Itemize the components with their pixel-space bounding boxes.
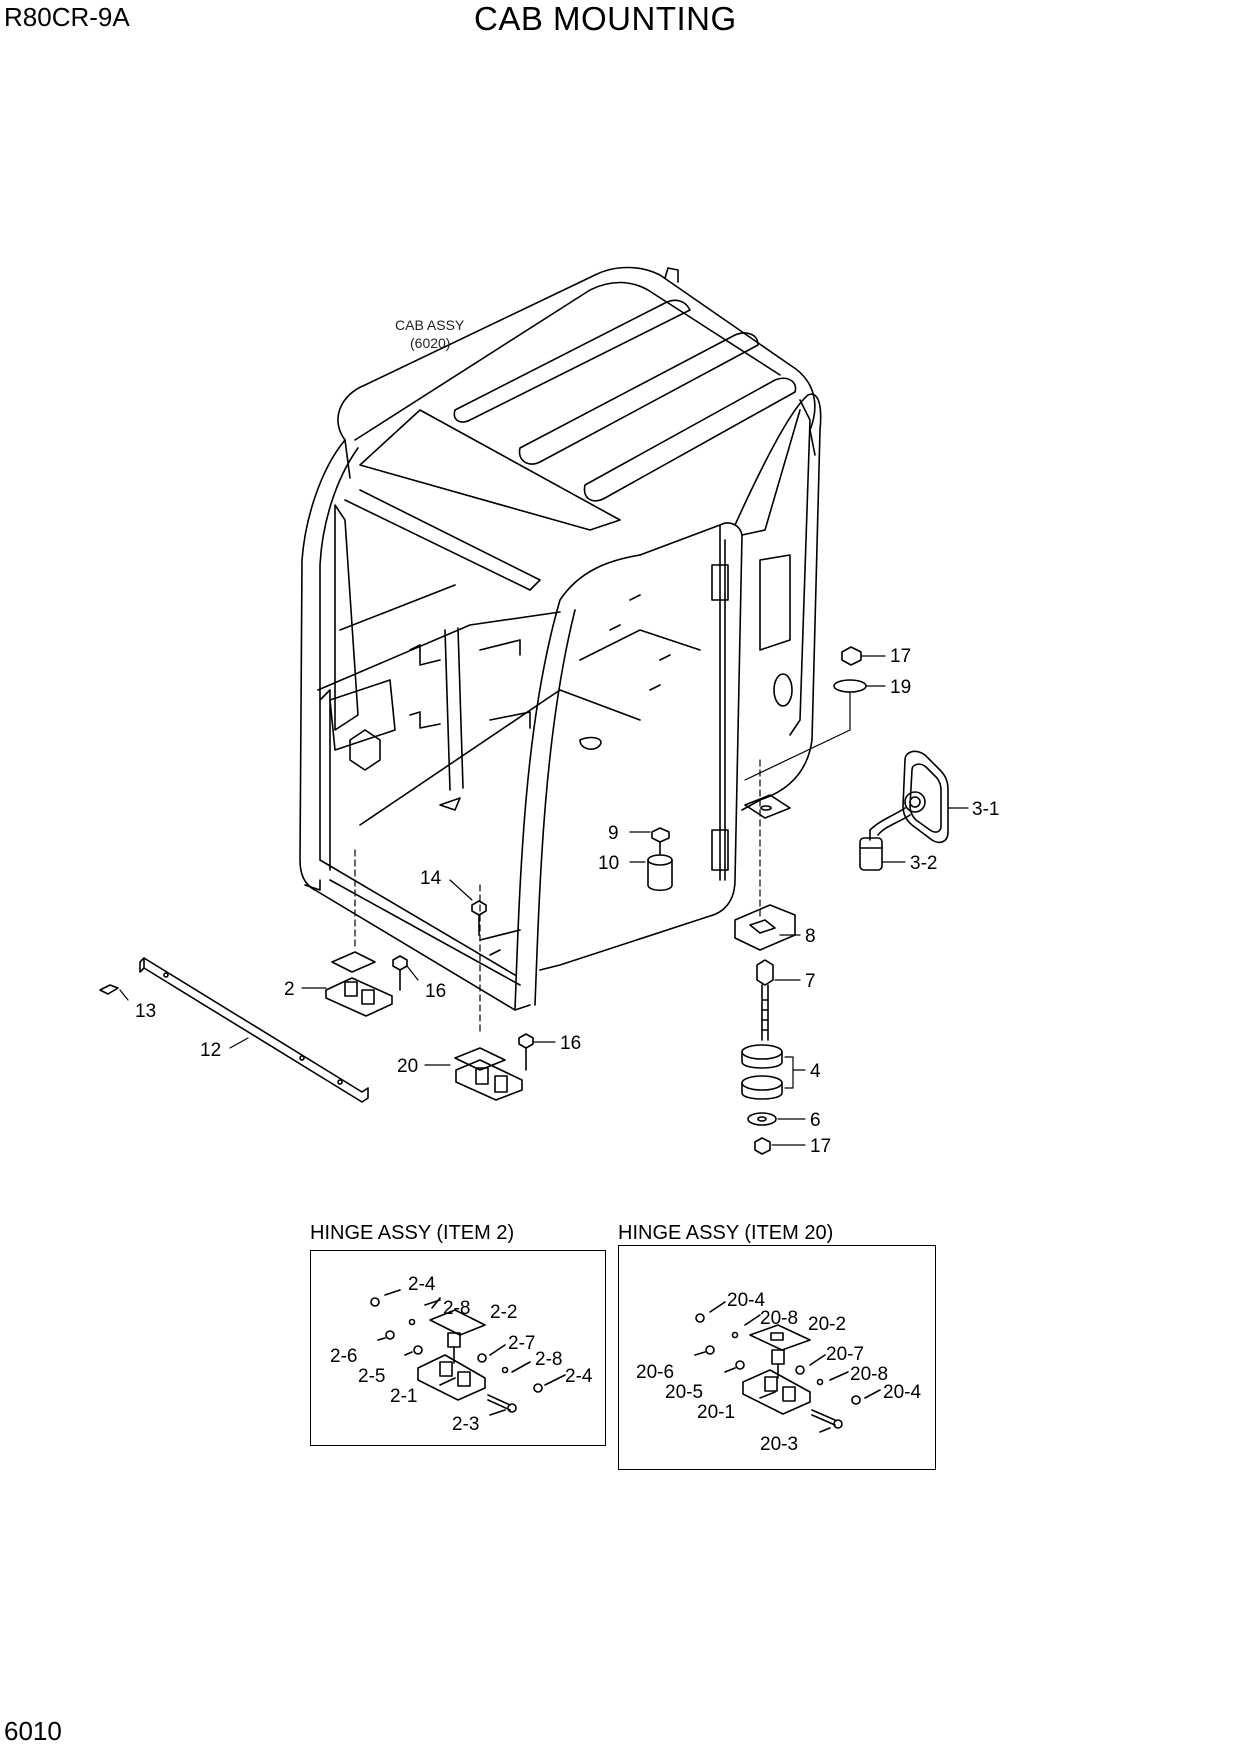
- inset20-callout-20-8-top: 20-8: [760, 1308, 798, 1329]
- mirror-assembly: [859, 750, 949, 871]
- callout-12: 12: [200, 1040, 221, 1061]
- callout-4: 4: [810, 1061, 821, 1082]
- callout-10: 10: [598, 853, 619, 874]
- inset2-callout-2-1: 2-1: [390, 1386, 417, 1407]
- cab-frame: [299, 393, 822, 1011]
- callout-16-left: 16: [425, 981, 446, 1002]
- callout-8: 8: [805, 926, 816, 947]
- callout-20: 20: [397, 1056, 418, 1077]
- inset20-callout-20-1: 20-1: [697, 1402, 735, 1423]
- inset2-callout-2-8-top: 2-8: [443, 1298, 470, 1319]
- inset2-callout-2-2: 2-2: [490, 1302, 517, 1323]
- page-title: CAB MOUNTING: [474, 0, 737, 37]
- inset20-callout-20-6: 20-6: [636, 1362, 674, 1383]
- inset20-callout-20-8-right: 20-8: [850, 1364, 888, 1385]
- inset2-callout-2-7: 2-7: [508, 1333, 535, 1354]
- callout-17-top: 17: [890, 646, 911, 667]
- callout-17-bottom: 17: [810, 1136, 831, 1157]
- callout-2: 2: [284, 979, 295, 1000]
- inset2-callout-2-6: 2-6: [330, 1346, 357, 1367]
- cab-roof: [337, 266, 816, 531]
- inset20-callout-20-5: 20-5: [665, 1382, 703, 1403]
- hinge-assy-item-2-frame: [310, 1250, 606, 1446]
- inset2-callout-2-4-right: 2-4: [565, 1366, 593, 1387]
- inset20-callout-20-4-right: 20-4: [883, 1382, 921, 1403]
- mount-stack: [647, 646, 867, 1155]
- rail-strip: [99, 957, 369, 1103]
- callout-16-right: 16: [560, 1033, 581, 1054]
- hinge-assy-item-20-frame: [618, 1245, 936, 1470]
- cab-hinges: [325, 900, 534, 1101]
- callout-19: 19: [890, 677, 911, 698]
- inset2-callout-2-5: 2-5: [358, 1366, 385, 1387]
- inset-hinge-20-drawing: [694, 1301, 881, 1433]
- callout-3-2: 3-2: [910, 853, 937, 874]
- callout-7: 7: [805, 971, 816, 992]
- cab-assy-label: CAB ASSY: [395, 317, 465, 333]
- inset-hinge-2-drawing: [370, 1289, 566, 1416]
- callout-6: 6: [810, 1110, 821, 1131]
- cab-centerlines: [354, 759, 761, 1036]
- inset2-callout-2-4-top: 2-4: [408, 1274, 436, 1295]
- callout-3-1: 3-1: [972, 799, 999, 820]
- model-code: R80CR-9A: [4, 2, 130, 32]
- inset20-callout-20-2: 20-2: [808, 1314, 846, 1335]
- inset20-callout-20-4-top: 20-4: [727, 1290, 765, 1311]
- hinge-assy-item-2-title: HINGE ASSY (ITEM 2): [310, 1222, 515, 1244]
- inset20-callout-20-7: 20-7: [826, 1344, 864, 1365]
- inset20-callout-20-3: 20-3: [760, 1434, 798, 1455]
- callout-13: 13: [135, 1001, 156, 1022]
- page-number: 6010: [4, 1716, 62, 1746]
- callout-9: 9: [608, 823, 619, 844]
- leader-lines: [119, 655, 969, 1146]
- callout-14: 14: [420, 868, 442, 889]
- hinge-assy-item-20-title: HINGE ASSY (ITEM 20): [618, 1222, 834, 1244]
- cab-assy-ref: (6020): [410, 335, 450, 351]
- inset2-callout-2-8-right: 2-8: [535, 1349, 562, 1370]
- inset2-callout-2-3: 2-3: [452, 1414, 479, 1435]
